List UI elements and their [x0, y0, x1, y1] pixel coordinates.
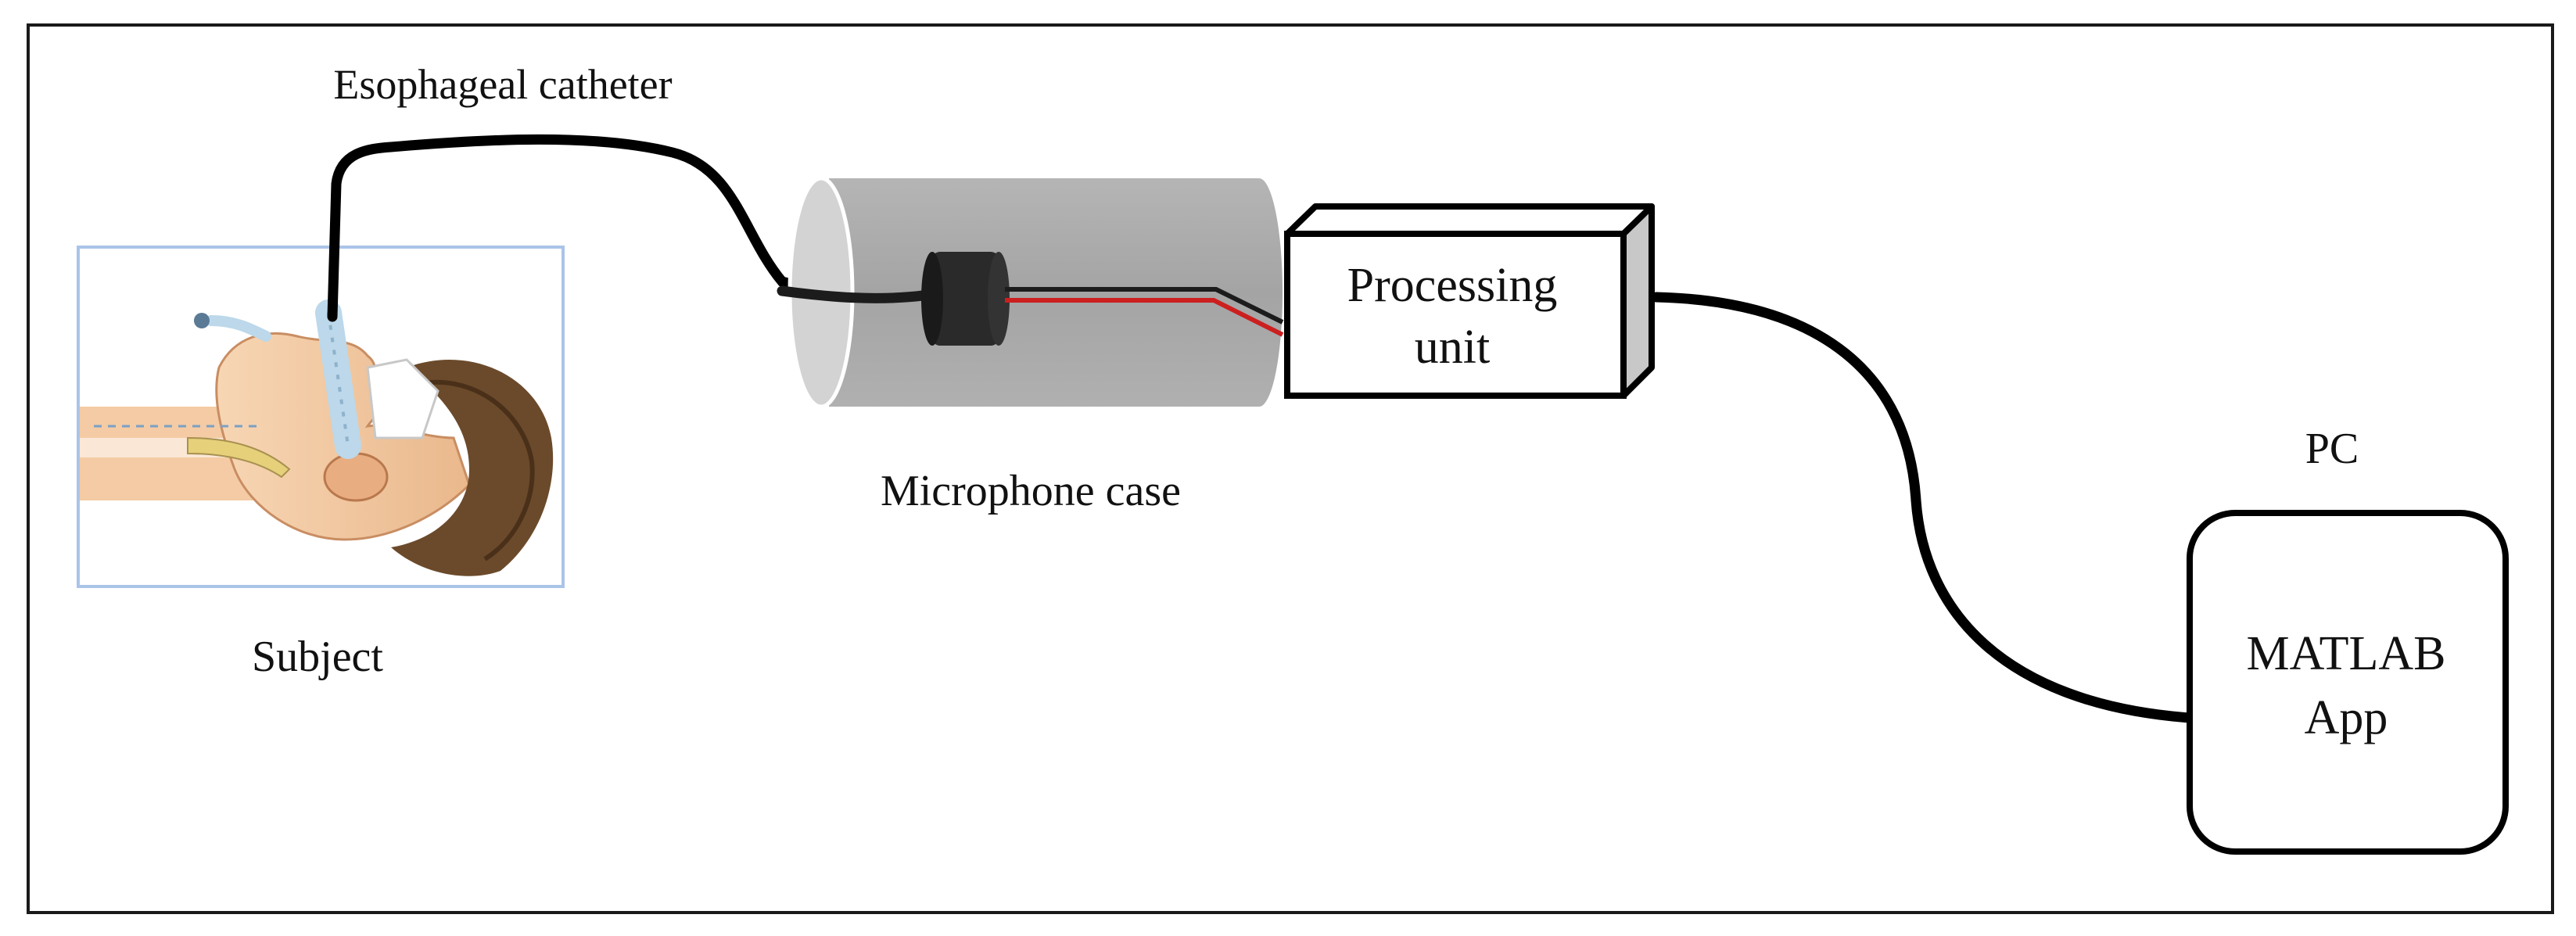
patient-head-icon: [80, 299, 554, 576]
esophageal-catheter-line: [327, 134, 834, 322]
subject-label: Subject: [252, 633, 383, 681]
microphone-icon: [921, 252, 1010, 346]
catheter-label: Esophageal catheter: [333, 61, 672, 108]
microphone-case: [777, 176, 1284, 409]
pc-label: PC: [2305, 425, 2359, 473]
pc-box[interactable]: [2187, 510, 2509, 855]
matlab-app-label-line2: App: [2305, 691, 2388, 744]
processing-unit-label-line2: unit: [1415, 321, 1490, 374]
usb-cable-line: [1651, 292, 2195, 723]
matlab-app-label-line1: MATLAB: [2247, 627, 2446, 680]
subject-illustration: [77, 246, 565, 588]
microphone-case-label: Microphone case: [881, 467, 1181, 515]
processing-unit-label-line1: Processing: [1347, 259, 1558, 312]
processing-unit-box[interactable]: [1284, 203, 1655, 399]
outer-frame: [27, 23, 2554, 914]
